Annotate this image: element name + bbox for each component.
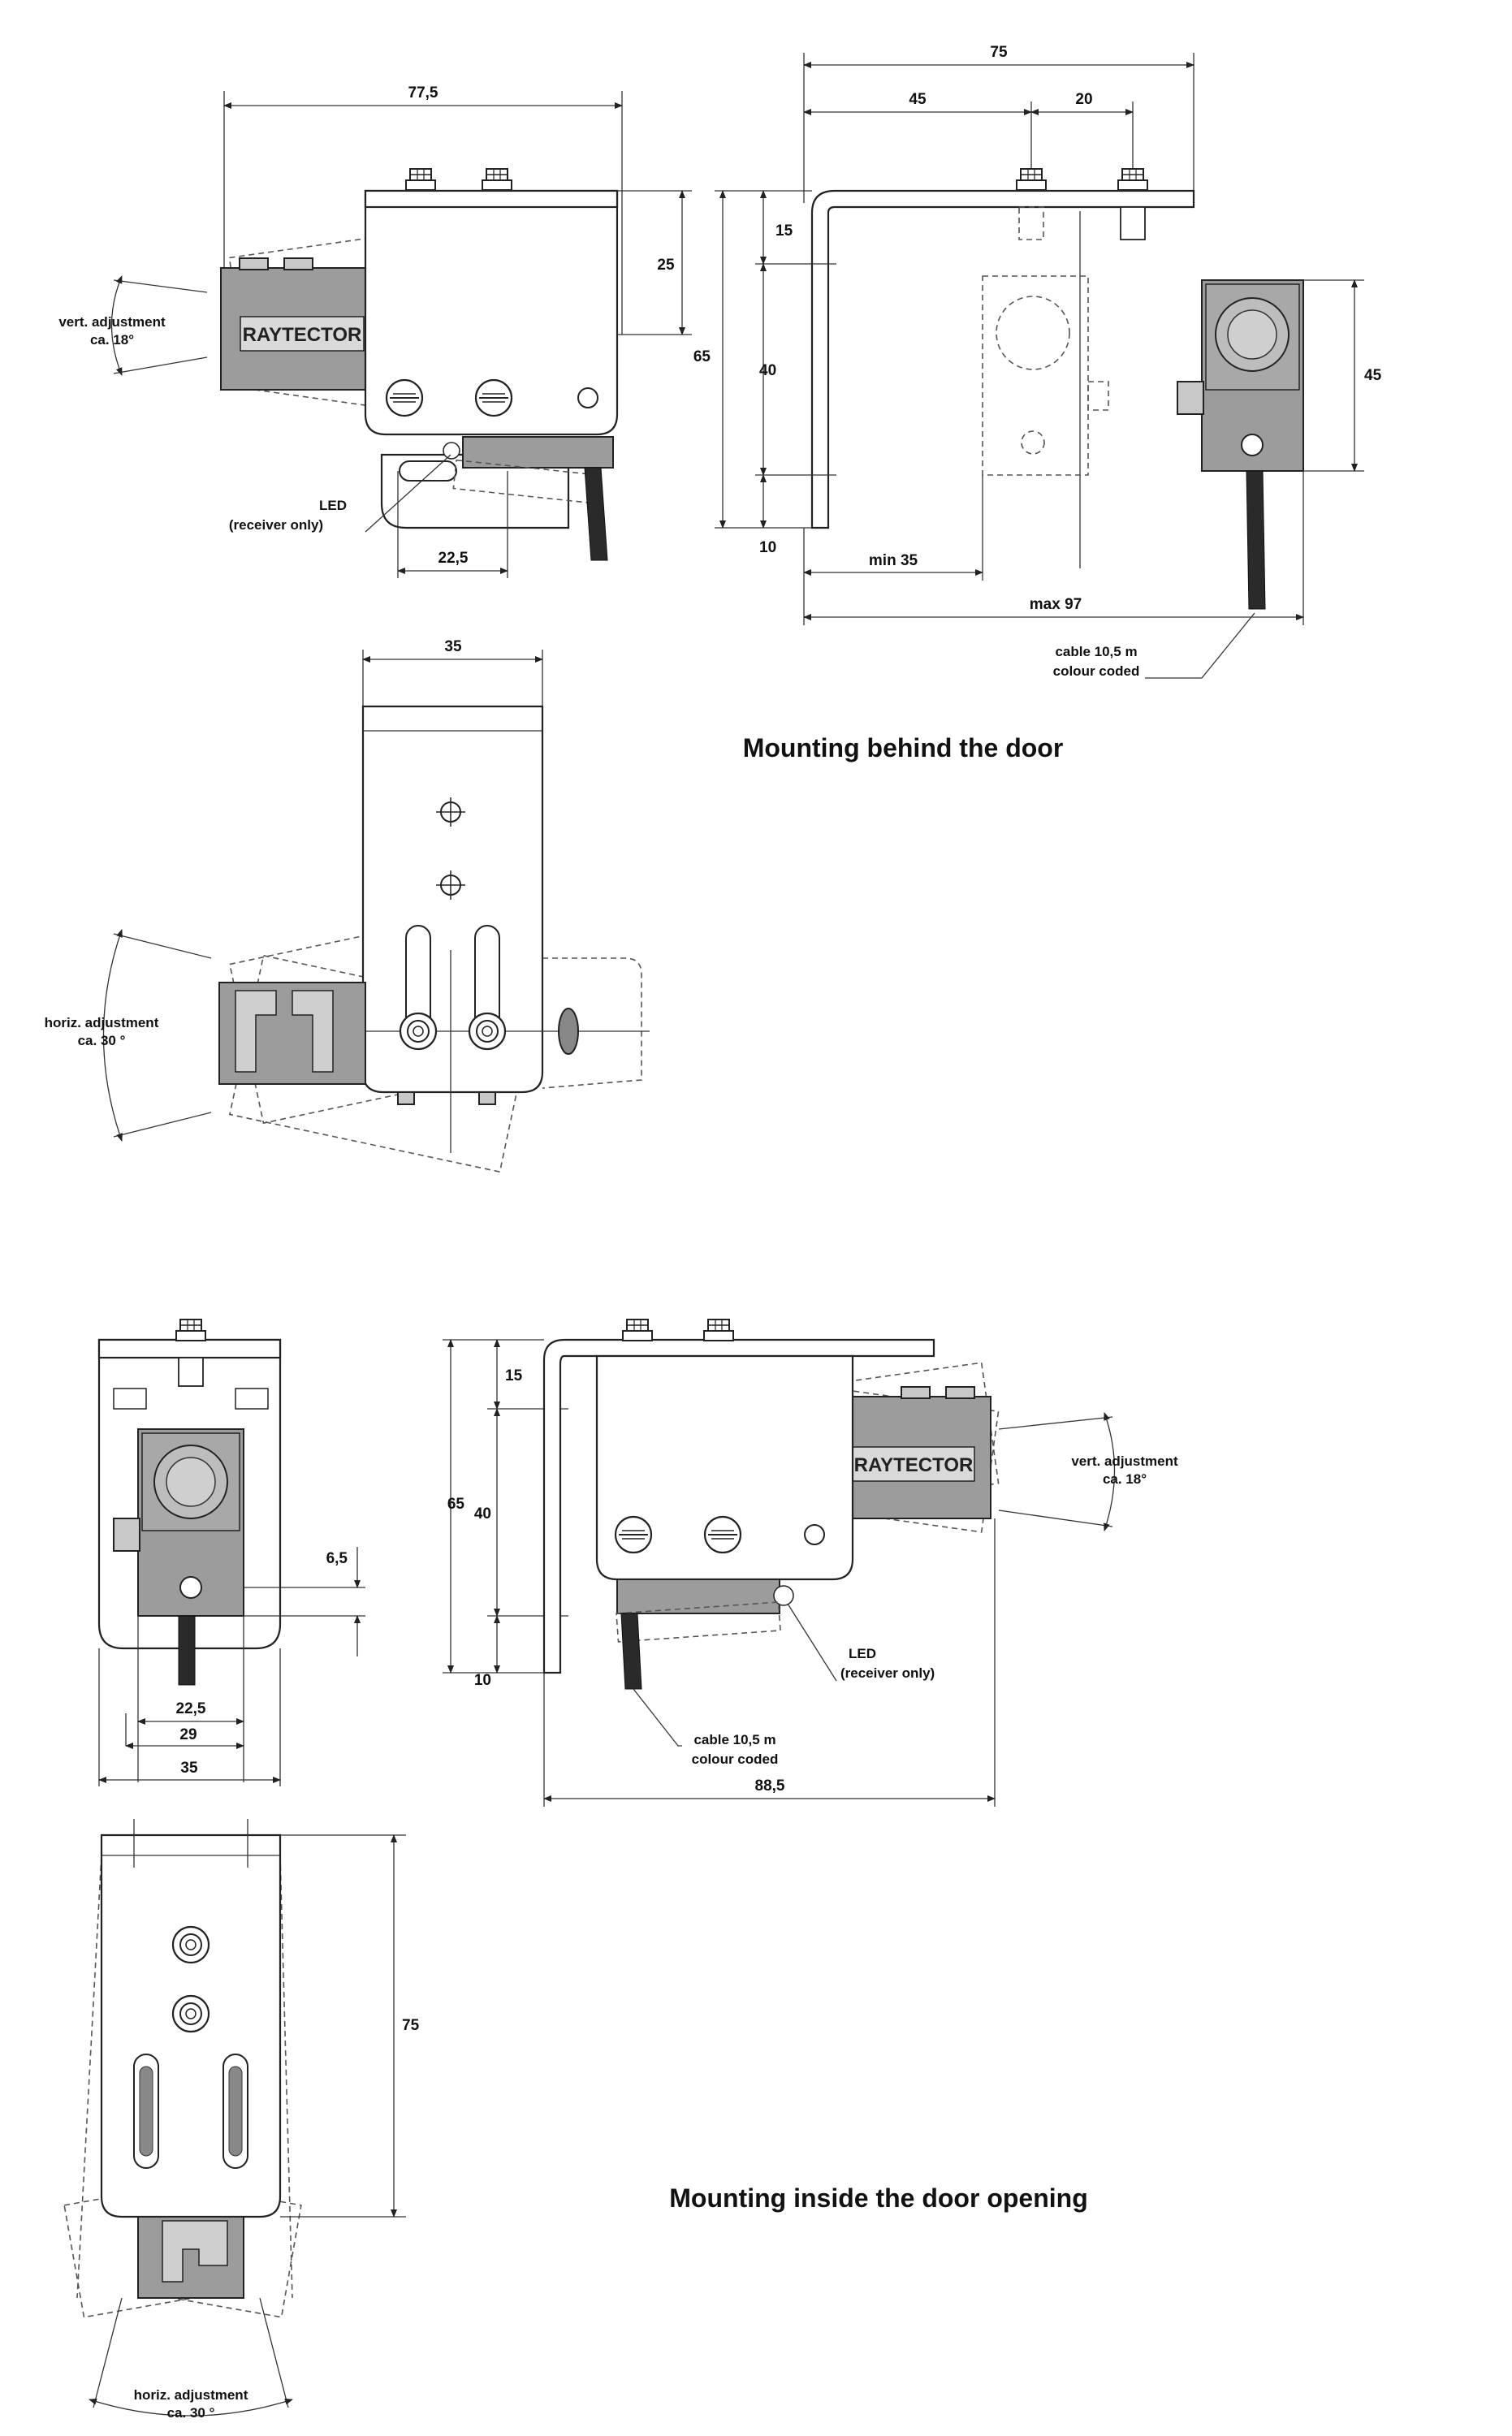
horz-adjust-label: horiz. adjustment	[45, 1015, 159, 1030]
dim-min: min 35	[869, 552, 918, 569]
led-label: LED	[319, 498, 347, 513]
dim-bottom-plan-height: 75	[402, 2017, 420, 2034]
l-bracket	[810, 189, 1195, 529]
dim-bottom-front-3: 35	[180, 1760, 198, 1777]
dim-height-3: 10	[759, 539, 776, 556]
dim-bottom-height-3: 10	[474, 1672, 491, 1689]
dim-bottom-front-offset: 6,5	[326, 1550, 348, 1567]
dim-bottom-front-1: 22,5	[176, 1700, 206, 1717]
vert-adjust-label: vert. adjustment	[58, 314, 166, 330]
dim-bottom-front-2: 29	[179, 1726, 197, 1743]
cable-note: colour coded	[1053, 663, 1140, 679]
dim-height-2: 40	[759, 362, 776, 379]
bottom-plan-view: 75 horiz. adjustment ca. 30 °	[63, 1819, 420, 2421]
top-side-view: 77,5 RAYTECTOR 25 vert.	[58, 84, 692, 578]
vert-adjust-value: ca. 18°	[90, 332, 134, 348]
bottom-l-bracket	[542, 1338, 935, 1674]
bottom-side-view: 65 15 40 10 RAYTECTOR ver	[443, 1319, 1178, 1807]
bottom-horz-adjust-label: horiz. adjustment	[134, 2387, 248, 2403]
bottom-cable-label: cable 10,5 m	[693, 1732, 775, 1747]
dim-bottom-height-2: 40	[474, 1505, 491, 1522]
brand-label: RAYTECTOR	[243, 324, 362, 346]
bottom-front-view: 6,5 22,5 29 35	[97, 1319, 365, 1786]
bottom-vert-adjust-value: ca. 18°	[1103, 1471, 1147, 1487]
dim-bottom-total-height: 65	[447, 1496, 465, 1513]
bottom-brand-label: RAYTECTOR	[854, 1454, 974, 1476]
dim-bottom-side-width: 88,5	[755, 1777, 785, 1795]
horz-adjust-value: ca. 30 °	[78, 1033, 126, 1048]
dim-total-height: 65	[693, 348, 711, 365]
bottom-led-note: (receiver only)	[840, 1665, 935, 1681]
bottom-horz-adjust-value: ca. 30 °	[167, 2405, 215, 2421]
dim-max: max 97	[1030, 596, 1082, 613]
led-note: (receiver only)	[229, 517, 323, 533]
plan-bracket	[361, 705, 544, 1094]
dim-top-side-height: 25	[657, 257, 675, 274]
dim-plan-width: 35	[444, 638, 462, 655]
dim-left: 45	[909, 91, 927, 108]
dim-height-1: 15	[775, 222, 793, 240]
dim-top-side-offset: 22,5	[438, 550, 469, 567]
top-front-view: 75 45 20 45 65	[693, 44, 1382, 679]
caption-inside-door-opening: Mounting inside the door opening	[669, 2183, 1087, 2213]
dim-bottom-height-1: 15	[505, 1367, 523, 1384]
dim-top-side-width: 77,5	[408, 84, 438, 102]
bottom-vert-adjust-label: vert. adjustment	[1071, 1453, 1178, 1469]
dim-right: 20	[1075, 91, 1092, 108]
mounting-bracket	[364, 189, 619, 436]
dim-sensor-height: 45	[1364, 367, 1382, 384]
cable-label: cable 10,5 m	[1055, 644, 1137, 659]
bottom-cable-note: colour coded	[692, 1751, 779, 1767]
top-plan-view: 35 horiz. adjustment ca. 30 °	[45, 638, 650, 1173]
caption-behind-door: Mounting behind the door	[743, 733, 1064, 762]
dim-total-width: 75	[990, 44, 1008, 61]
bottom-led-label: LED	[849, 1646, 876, 1661]
